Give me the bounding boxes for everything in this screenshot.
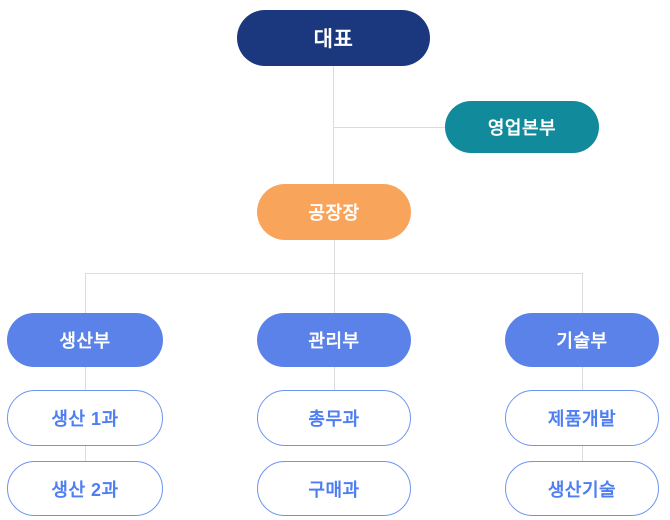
org-node-factory-manager-label: 공장장	[308, 203, 360, 223]
org-node-sales-hq: 영업본부	[445, 101, 599, 153]
connector-factory-to-branch	[334, 240, 335, 273]
connector-branch-horizontal	[85, 273, 582, 274]
org-node-factory-manager: 공장장	[257, 184, 411, 240]
connector-branch-to-technical-dept	[582, 273, 583, 313]
connector-production-dept-to-sec1	[85, 367, 86, 390]
org-node-production-dept: 생산부	[7, 313, 163, 367]
org-node-product-development: 제품개발	[505, 390, 659, 446]
connector-product-dev-to-production-tech	[582, 446, 583, 461]
connector-ceo-to-sales-hq	[333, 127, 445, 128]
connector-ceo-to-factory-manager	[333, 66, 334, 184]
org-node-production-dept-label: 생산부	[59, 331, 111, 351]
org-node-production-sec2: 생산 2과	[7, 461, 163, 516]
org-node-production-sec2-label: 생산 2과	[51, 479, 119, 500]
org-node-production-sec1: 생산 1과	[7, 390, 163, 446]
org-node-production-technology: 생산기술	[505, 461, 659, 516]
connector-branch-to-management-dept	[334, 273, 335, 313]
org-node-ceo: 대표	[237, 10, 430, 66]
org-node-purchasing-label: 구매과	[308, 479, 360, 500]
connector-technical-dept-to-product-dev	[582, 367, 583, 390]
org-node-production-technology-label: 생산기술	[547, 479, 617, 500]
org-node-ceo-label: 대표	[313, 28, 354, 51]
connector-management-dept-to-general-affairs	[334, 367, 335, 390]
org-node-production-sec1-label: 생산 1과	[51, 409, 119, 429]
org-node-management-dept-label: 관리부	[308, 331, 360, 351]
org-node-general-affairs: 총무과	[257, 390, 411, 446]
org-node-purchasing: 구매과	[257, 461, 411, 516]
org-node-management-dept: 관리부	[257, 313, 411, 367]
org-node-technical-dept-label: 기술부	[556, 331, 608, 351]
org-node-product-development-label: 제품개발	[547, 409, 617, 429]
connector-branch-to-production-dept	[85, 273, 86, 313]
connector-sec1-to-sec2	[85, 446, 86, 461]
org-node-sales-hq-label: 영업본부	[487, 118, 557, 138]
org-node-general-affairs-label: 총무과	[308, 409, 360, 429]
org-node-technical-dept: 기술부	[505, 313, 659, 367]
